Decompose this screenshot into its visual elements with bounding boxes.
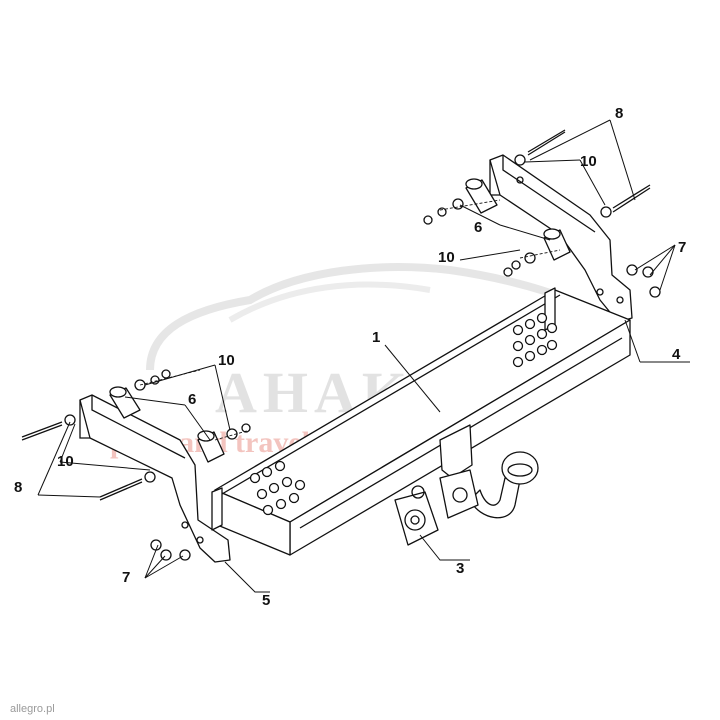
- label-part-10-c: 10: [218, 352, 235, 369]
- label-part-6-left: 6: [188, 391, 196, 408]
- tow-ball-assembly: [439, 424, 539, 519]
- label-part-7-left: 7: [122, 569, 130, 586]
- label-part-4: 4: [672, 346, 681, 363]
- watermark-marketplace: allegro.pl: [10, 703, 55, 715]
- label-part-10-d: 10: [57, 453, 74, 470]
- watermark-car-outline: [146, 263, 613, 371]
- label-part-5: 5: [262, 592, 270, 609]
- label-part-1: 1: [372, 329, 380, 346]
- label-part-3: 3: [456, 560, 464, 577]
- leader-lines: [37, 119, 690, 593]
- label-part-10-b: 10: [438, 249, 455, 266]
- top-right-fasteners: [423, 129, 661, 298]
- label-part-6-top: 6: [474, 219, 482, 236]
- electrical-socket: [394, 485, 439, 546]
- part-number-labels: 1 3 4 5 8 10 6 10 7 10 6 10 8 7: [14, 105, 686, 609]
- left-beam-bolt-cluster: [249, 460, 306, 516]
- watermark-car-roof: [228, 281, 431, 323]
- label-part-10-a: 10: [580, 153, 597, 170]
- left-mounting-bracket: [79, 394, 231, 563]
- label-part-8-top: 8: [615, 105, 623, 122]
- right-beam-bolt-cluster: [512, 312, 558, 368]
- label-part-8-left: 8: [14, 479, 22, 496]
- label-part-7-right: 7: [678, 239, 686, 256]
